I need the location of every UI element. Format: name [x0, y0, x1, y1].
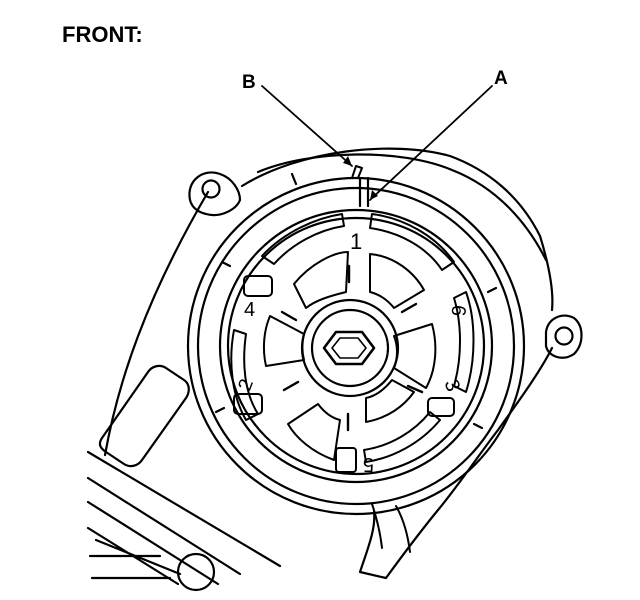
housing-lower-curve — [371, 503, 411, 553]
center-bolt-hex — [322, 330, 376, 366]
pulley-mark-6: 6 — [447, 304, 470, 317]
pulley-mark-1: 1 — [350, 229, 362, 254]
callout-a: A — [494, 68, 508, 89]
timing-mark-a — [358, 176, 370, 208]
housing-frame-lines — [86, 450, 282, 586]
timing-mark-b — [351, 165, 363, 179]
arrowhead-a — [370, 190, 378, 200]
pulley-outer-rim-inner — [196, 186, 516, 506]
pulley-mark-5: 5 — [363, 453, 374, 475]
pulley-hub-inner — [310, 308, 390, 388]
housing-round-stub — [176, 552, 216, 592]
mount-ear-left — [188, 171, 242, 217]
pulley-mark-4: 4 — [244, 299, 255, 321]
pulley-face-inner — [226, 216, 486, 476]
mount-ear-right — [544, 314, 583, 359]
pulley-spoke-windows — [262, 251, 437, 461]
pulley-mark-3: 3 — [440, 377, 464, 395]
arrowhead-b — [343, 156, 352, 166]
pulley-face — [218, 208, 494, 484]
radial-slits — [280, 264, 424, 432]
pulley-hub — [300, 298, 400, 398]
pulley-outer-slots — [230, 213, 475, 463]
leader-line-b — [261, 85, 353, 167]
callout-b: B — [242, 72, 256, 93]
housing-inner-edge — [256, 153, 548, 262]
marker-pads — [233, 275, 455, 473]
rim-notches — [214, 172, 498, 430]
center-bolt-hex-inner — [331, 337, 367, 359]
leader-line-a — [369, 85, 493, 201]
housing-boss — [98, 364, 190, 468]
pulley-outer-rim — [186, 176, 526, 516]
heading-text: FRONT: — [62, 22, 143, 47]
